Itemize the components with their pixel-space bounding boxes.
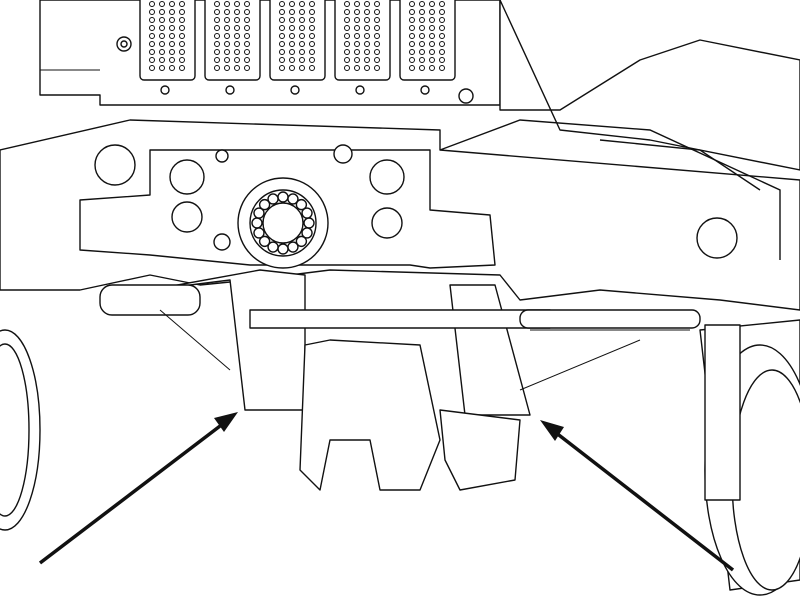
spline-tooth <box>258 235 271 248</box>
upper-housing <box>39 0 800 171</box>
connector-block <box>334 0 391 95</box>
spline-tooth <box>258 198 271 211</box>
spline-tooth <box>277 191 289 203</box>
spline-tooth <box>301 207 313 219</box>
spline-tooth <box>253 227 265 239</box>
spline-tooth <box>287 193 299 205</box>
right-arrow-icon <box>540 420 735 572</box>
spline-tooth <box>287 241 299 253</box>
spline-tooth <box>267 193 279 205</box>
spline-tooth <box>295 235 308 248</box>
spline-tooth <box>267 241 279 253</box>
spline-tooth <box>303 217 315 229</box>
main-frame <box>0 119 800 311</box>
spline-tooth <box>277 243 289 255</box>
spline-tooth <box>253 207 265 219</box>
spline-hub <box>237 177 329 269</box>
spline-tooth <box>295 198 308 211</box>
right-wheel <box>699 319 800 596</box>
spline-tooth <box>251 217 263 229</box>
lower-linkage <box>99 269 701 491</box>
left-wheel <box>0 329 41 531</box>
connector-block <box>139 0 196 95</box>
connector-block <box>269 0 326 95</box>
connector-block <box>204 0 261 95</box>
left-arrow-icon <box>38 412 238 565</box>
spline-tooth <box>301 227 313 239</box>
connector-block <box>399 0 456 95</box>
